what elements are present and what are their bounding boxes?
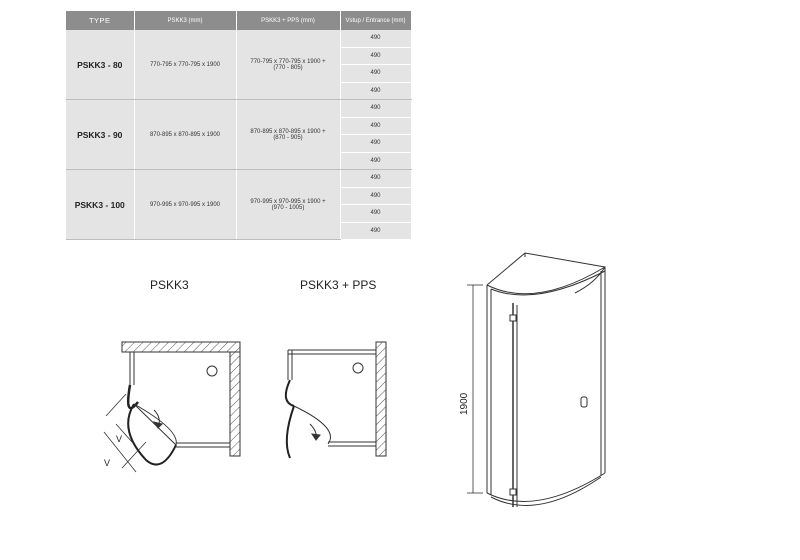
size-pps-line1: 770-795 x 770-795 x 1900 + [250, 58, 326, 65]
table-row: 490 [66, 204, 412, 223]
entrance-cell: 490 [340, 152, 412, 170]
size-pps-line2: (970 - 1005) [271, 204, 305, 211]
door-swing [293, 405, 331, 445]
table-header-row: TYPE PSKK3 (mm) PSKK3 + PPS (mm) Vstup /… [66, 11, 412, 30]
entrance-cell: 490 [340, 30, 412, 48]
entrance-cell: 490 [340, 187, 412, 205]
entrance-cell: 490 [340, 134, 412, 153]
plan-view-pskk3: V V [103, 341, 241, 473]
size-pps-line2: (770 - 805) [273, 64, 303, 71]
size-pps-cell: 870-895 x 870-895 x 1900 + (870 - 905) [236, 99, 341, 170]
table-row: PSKK3 - 80 770-795 x 770-795 x 1900 770-… [66, 30, 412, 100]
size-pps-cell: 770-795 x 770-795 x 1900 + (770 - 805) [236, 30, 341, 100]
header-entrance: Vstup / Entrance (mm) [340, 11, 412, 30]
entrance-cell: 490 [340, 82, 412, 100]
plan-label-pskk3: PSKK3 [150, 278, 189, 292]
drain-icon [206, 365, 218, 377]
table-row: 490 [66, 152, 412, 170]
type-cell: PSKK3 - 90 [66, 99, 135, 170]
table-row: 490 [66, 222, 412, 240]
size-pps-line1: 970-995 x 970-995 x 1900 + [250, 198, 326, 205]
size-cell: 770-795 x 770-795 x 1900 [134, 30, 237, 100]
entrance-dimension [103, 393, 147, 473]
table-row: 490 [66, 47, 412, 65]
table-row: 490 [66, 134, 412, 153]
table-row: PSKK3 - 90 870-895 x 870-895 x 1900 870-… [66, 99, 412, 170]
entrance-cell: 490 [340, 99, 412, 118]
size-pps-line1: 870-895 x 870-895 x 1900 + [250, 128, 326, 135]
door-swing [133, 403, 177, 446]
entrance-label-outer: V [104, 458, 110, 468]
entrance-cell: 490 [340, 64, 412, 83]
size-cell: 870-895 x 870-895 x 1900 [134, 99, 237, 170]
entrance-cell: 490 [340, 47, 412, 65]
table-row: 490 [66, 187, 412, 205]
header-size: PSKK3 (mm) [134, 11, 237, 30]
drain-icon [352, 362, 364, 374]
plan-label-pskk3-pps: PSKK3 + PPS [300, 278, 377, 292]
height-dimension [467, 284, 483, 494]
plan-view-pskk3-pps [284, 341, 387, 459]
curved-glass [284, 379, 295, 459]
entrance-cell: 490 [340, 117, 412, 135]
header-size-pps: PSKK3 + PPS (mm) [236, 11, 341, 30]
entrance-label-inner: V [116, 434, 122, 444]
height-label: 1900 [459, 392, 470, 415]
entrance-cell: 490 [340, 222, 412, 240]
entrance-cell: 490 [340, 169, 412, 188]
wall-right [229, 351, 241, 457]
curved-glass [127, 384, 177, 466]
spec-table: TYPE PSKK3 (mm) PSKK3 + PPS (mm) Vstup /… [66, 11, 412, 240]
size-pps-line2: (870 - 905) [273, 134, 303, 141]
cabin-3d-view: 1900 [459, 252, 606, 507]
wall-top [121, 341, 241, 353]
table-row: PSKK3 - 100 970-995 x 970-995 x 1900 970… [66, 169, 412, 240]
size-cell: 970-995 x 970-995 x 1900 [134, 169, 237, 240]
size-pps-cell: 970-995 x 970-995 x 1900 + (970 - 1005) [236, 169, 341, 240]
cabin-frame [486, 252, 606, 507]
type-cell: PSKK3 - 100 [66, 169, 135, 240]
table-row: 490 [66, 117, 412, 135]
table-row: 490 [66, 82, 412, 100]
type-cell: PSKK3 - 80 [66, 30, 135, 100]
side-panel [287, 349, 376, 447]
door-hinges [509, 314, 517, 496]
entrance-cell: 490 [340, 204, 412, 223]
table-row: 490 [66, 64, 412, 83]
shower-tray [129, 352, 230, 448]
header-type: TYPE [66, 11, 135, 30]
wall-right [375, 341, 387, 457]
door-handle [580, 396, 588, 408]
